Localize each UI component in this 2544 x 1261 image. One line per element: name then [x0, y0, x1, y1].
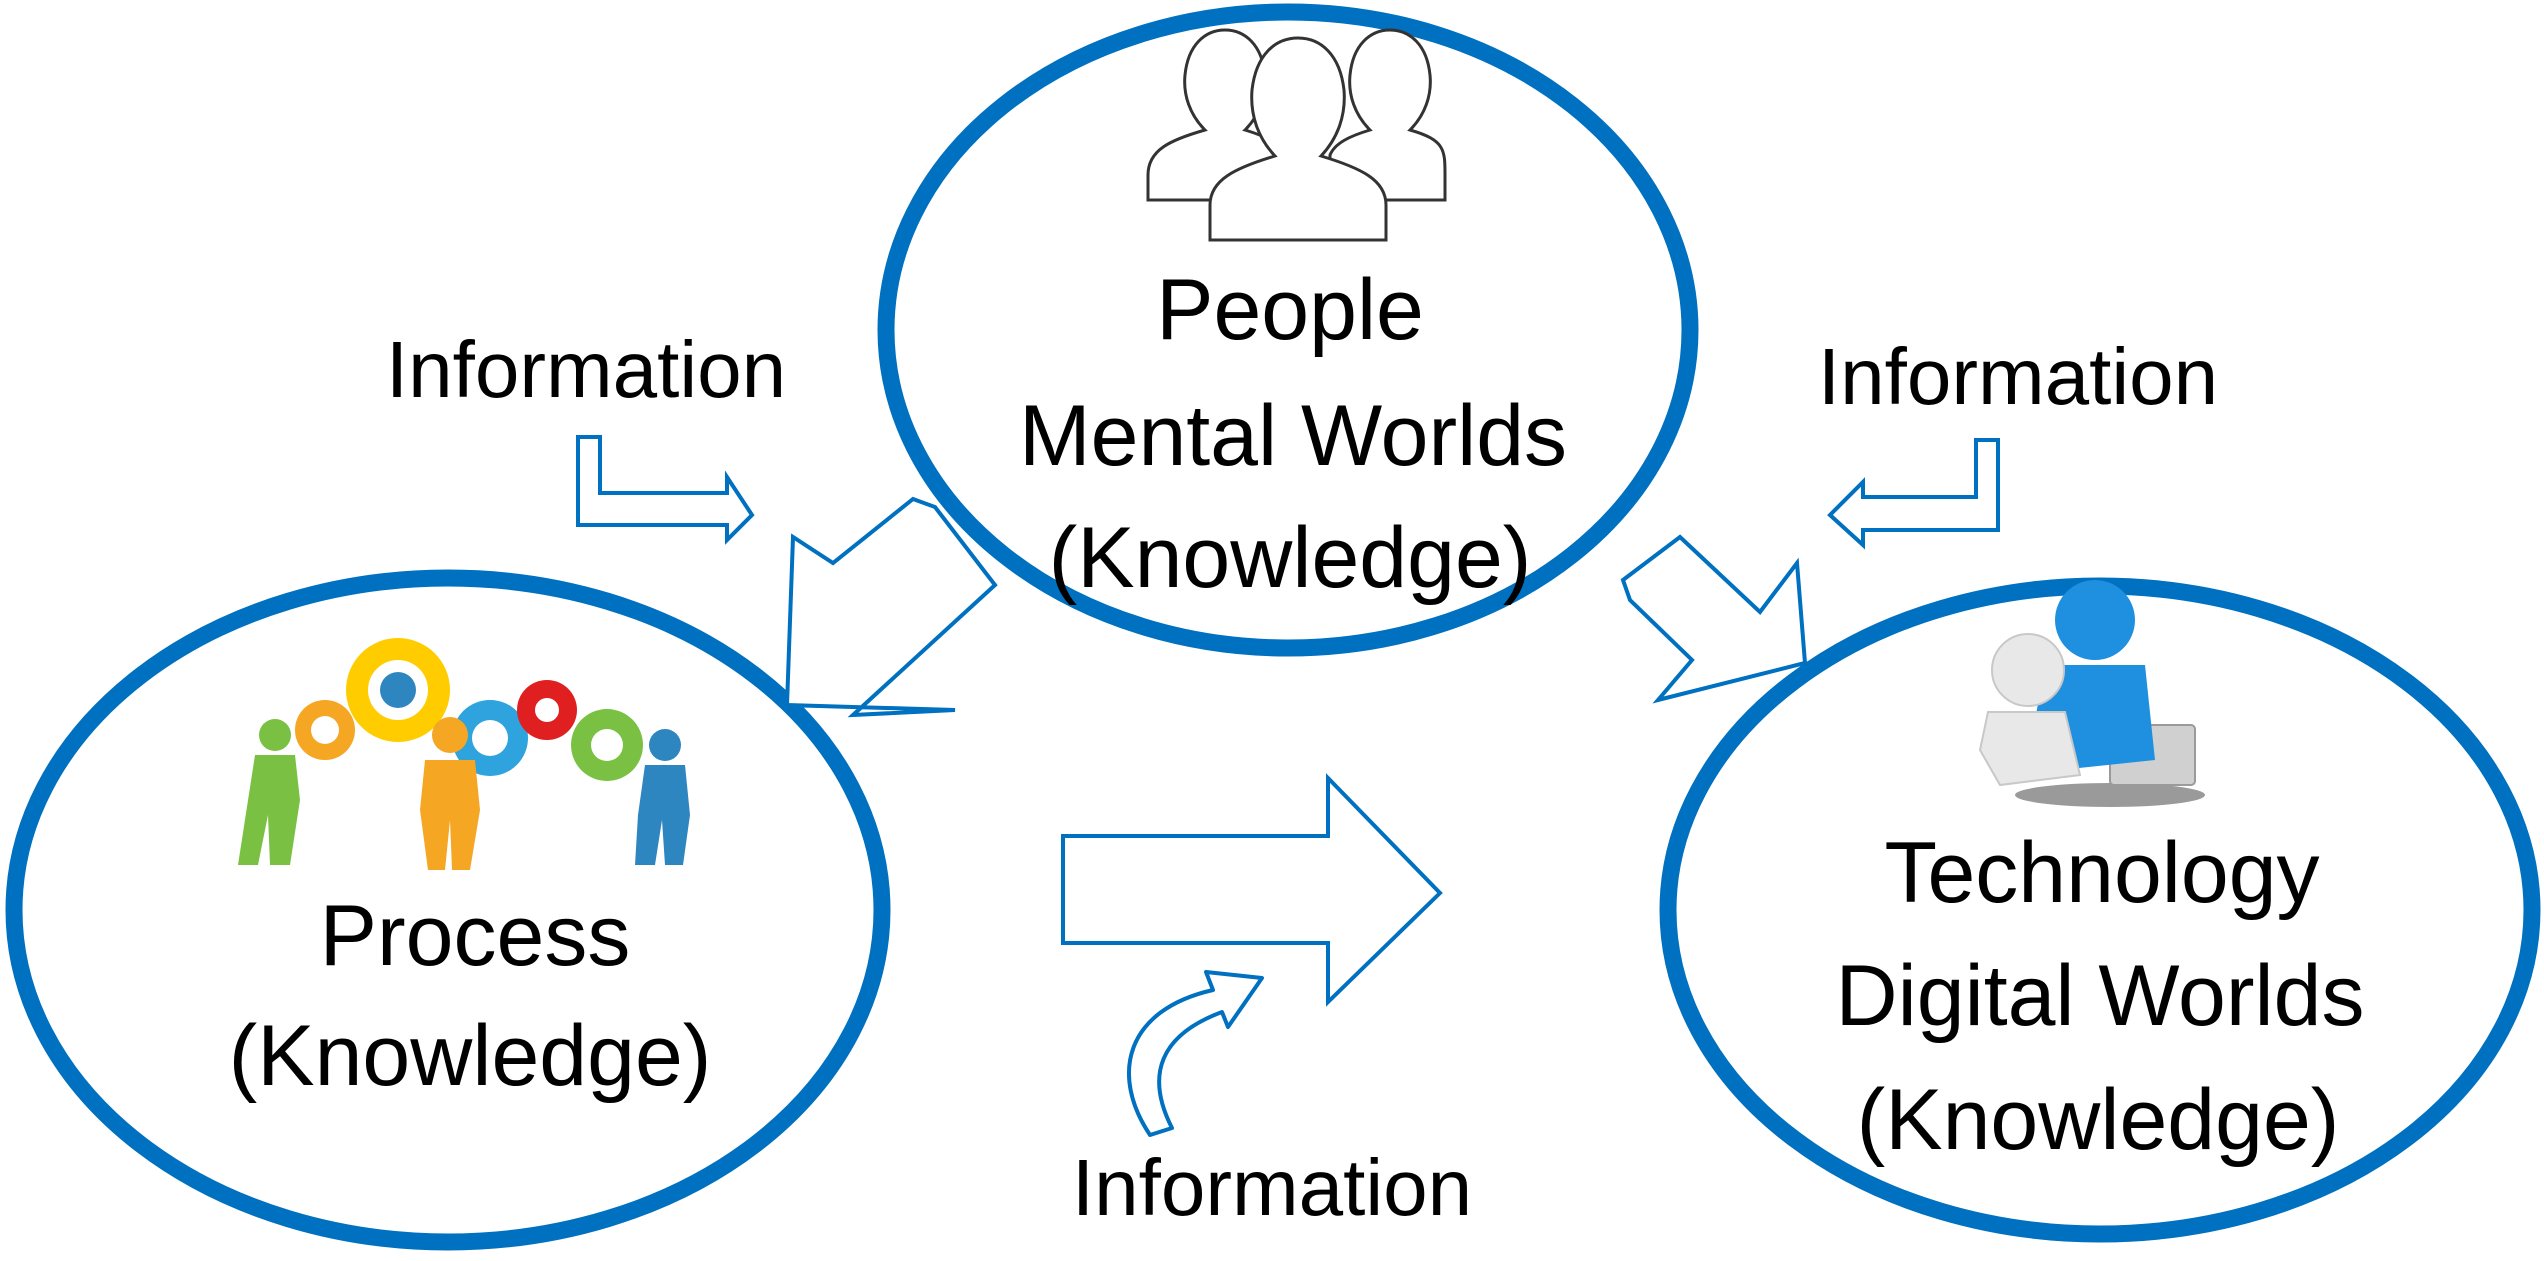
people-knowledge: (Knowledge): [1048, 510, 1532, 606]
process-to-technology-arrow: [1061, 773, 1443, 1007]
people-subtitle: Mental Worlds: [1018, 388, 1568, 484]
info-top-right-arrow: [1827, 438, 2000, 550]
process-ellipse: [5, 569, 891, 1251]
technology-knowledge: (Knowledge): [1856, 1072, 2340, 1168]
people-group-icon: [1146, 28, 1447, 242]
info-bottom-arrow: [1127, 970, 1264, 1137]
people-laptop-icon: [1978, 580, 2205, 807]
info-label-bottom: Information: [1071, 1143, 1473, 1232]
process-knowledge: (Knowledge): [228, 1008, 712, 1104]
people-ellipse: [877, 3, 1699, 657]
people-to-technology-arrow: [1620, 534, 1808, 704]
technology-title: Technology: [1884, 825, 2320, 921]
people-to-process-arrow: [784, 496, 998, 718]
gears-teamwork-icon: [238, 638, 690, 870]
process-title: Process: [319, 888, 631, 984]
info-label-top-right: Information: [1817, 332, 2219, 421]
info-top-left-arrow: [576, 435, 755, 545]
info-label-top-left: Information: [385, 325, 787, 414]
people-title: People: [1156, 262, 1424, 358]
technology-subtitle: Digital Worlds: [1835, 948, 2365, 1044]
